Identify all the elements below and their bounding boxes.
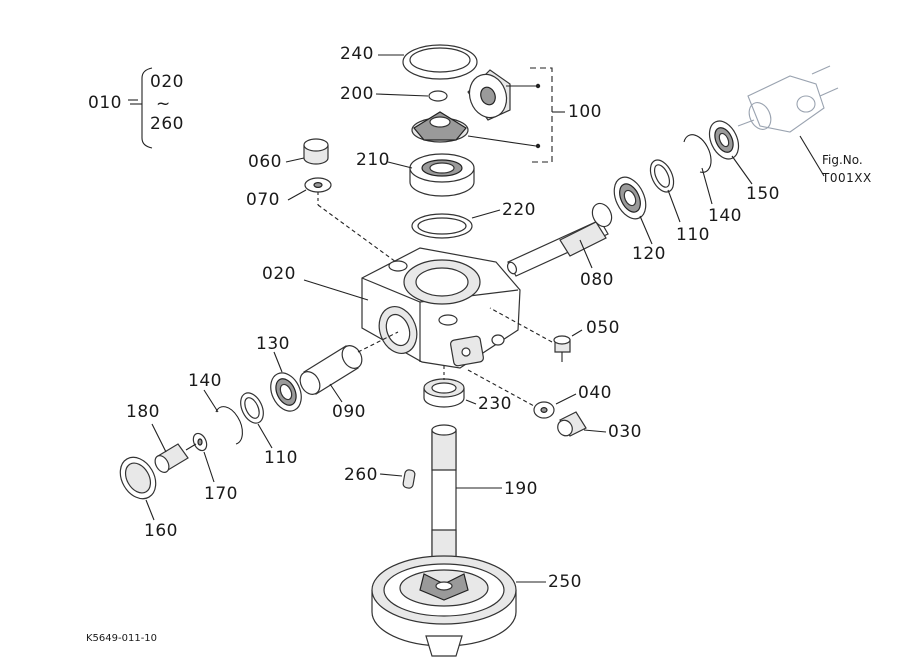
label-020-group: 020 — [150, 72, 184, 92]
part-140-circlip-right — [683, 134, 713, 205]
label-260-group: 260 — [150, 114, 184, 134]
label-260: 260 — [344, 465, 378, 485]
part-080-shaft — [506, 202, 613, 277]
part-250-pulley — [371, 555, 546, 657]
part-180-bolt — [151, 423, 197, 473]
diagram-code: K5649-011-10 — [86, 633, 158, 644]
label-080: 080 — [580, 270, 614, 290]
label-010: 010 — [88, 93, 122, 113]
label-100: 100 — [568, 102, 602, 122]
part-020-housing — [303, 247, 521, 369]
label-210: 210 — [356, 150, 390, 170]
part-230-seal — [423, 366, 477, 408]
label-110-right: 110 — [676, 225, 710, 245]
label-090: 090 — [332, 402, 366, 422]
label-250: 250 — [548, 572, 582, 592]
part-160-cap — [119, 456, 157, 521]
part-110-ring-left — [240, 392, 273, 449]
label-020: 020 — [262, 264, 296, 284]
label-030: 030 — [608, 422, 642, 442]
figure-reference-code: T001XX — [822, 171, 872, 185]
part-220-oring — [411, 209, 501, 239]
label-070: 070 — [246, 190, 280, 210]
label-140-left: 140 — [188, 371, 222, 391]
part-100-bevel-gear-small — [467, 69, 541, 121]
part-140-circlip-left — [203, 389, 243, 445]
part-100-bevel-gear-large — [411, 111, 541, 149]
part-070-washer — [287, 177, 397, 263]
label-190: 190 — [504, 479, 538, 499]
label-220: 220 — [502, 200, 536, 220]
label-120: 120 — [632, 244, 666, 264]
label-tilde: ~ — [156, 94, 171, 114]
part-120-bearing — [613, 176, 653, 245]
part-210-bearing — [387, 153, 475, 197]
part-150-seal — [708, 120, 753, 185]
part-170-washer — [192, 432, 215, 483]
part-190-shaft — [431, 424, 502, 561]
label-050: 050 — [586, 318, 620, 338]
label-140-right: 140 — [708, 206, 742, 226]
part-060-plug — [285, 138, 329, 165]
label-150: 150 — [746, 184, 780, 204]
part-040-washer — [467, 369, 577, 419]
part-130-bearing — [270, 351, 302, 412]
reference-yoke-ghost — [737, 65, 839, 177]
part-260-key — [379, 469, 416, 489]
part-030-plug — [557, 411, 607, 437]
label-160: 160 — [144, 521, 178, 541]
label-130: 130 — [256, 334, 290, 354]
label-170: 170 — [204, 484, 238, 504]
label-240: 240 — [340, 44, 374, 64]
group-bracket-100 — [530, 67, 565, 163]
part-050-bolt — [489, 307, 583, 362]
group-bracket-010 — [130, 67, 153, 149]
label-230: 230 — [478, 394, 512, 414]
part-200-snapring — [375, 90, 448, 102]
part-240-ring — [378, 44, 478, 80]
label-180: 180 — [126, 402, 160, 422]
label-060: 060 — [248, 152, 282, 172]
figure-reference-label: Fig.No. — [822, 153, 863, 167]
part-090-sleeve — [299, 331, 399, 403]
label-200: 200 — [340, 84, 374, 104]
label-110-left: 110 — [264, 448, 298, 468]
label-040: 040 — [578, 383, 612, 403]
part-110-ring-right — [649, 159, 681, 223]
